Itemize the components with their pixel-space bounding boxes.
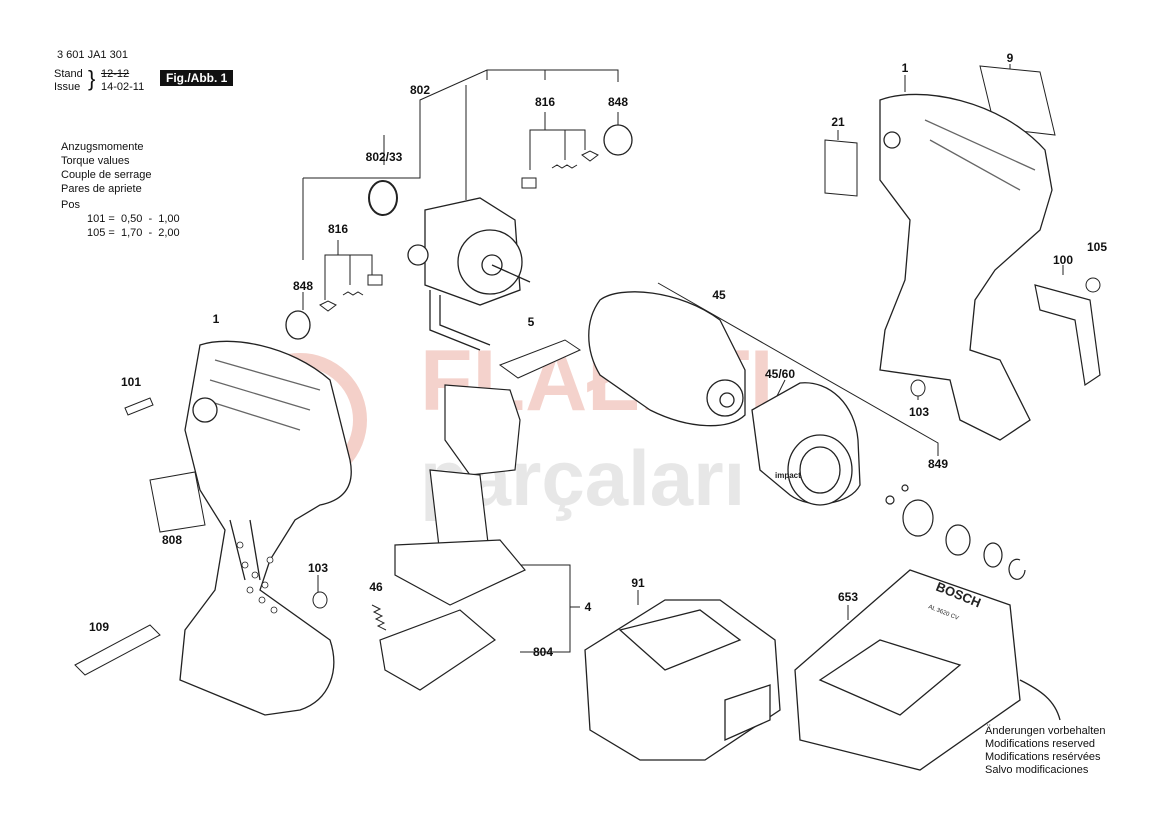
contact-plate-804 [379,609,496,691]
callout-103-left: 103 [307,561,329,575]
callout-1-right: 1 [901,61,909,75]
spring-46 [371,604,387,631]
torque-line: Pares de apriete [61,183,142,195]
note-line: Änderungen vorbehalten [985,725,1106,737]
grip-dots [236,541,278,614]
callout-21: 21 [831,115,845,129]
callout-848-left: 848 [292,279,314,293]
anvil-parts-849 [885,484,1026,580]
callout-45: 45 [712,288,726,302]
housing-right-1 [879,93,1053,441]
callout-101: 101 [120,375,142,389]
battery-pack-91 [584,599,781,761]
bit-109 [74,624,161,676]
torque-line: Torque values [61,155,130,167]
callout-100: 100 [1052,253,1074,267]
callout-46: 46 [369,580,383,594]
insulation-5 [498,339,582,379]
label-808 [149,471,206,533]
stand-label: Stand [54,68,83,80]
belt-clip-100 [1034,284,1101,387]
torque-value: 105 = 1,70 - 2,00 [87,227,180,239]
callout-653: 653 [837,590,859,604]
callout-105: 105 [1086,240,1108,254]
pos-label: Pos [61,199,80,211]
note-line: Modifications reserved [985,738,1096,750]
torque-line: Anzugsmomente [61,141,144,153]
torque-block: Anzugsmomente Torque values Couple de se… [61,140,180,240]
brace: } [88,66,96,91]
nut-103-left [312,591,328,609]
callout-849: 849 [927,457,949,471]
note-line: Salvo modificaciones [985,764,1089,776]
charger-653 [794,569,1061,771]
screw-101 [124,397,154,416]
protective-cover-45-60 [751,382,861,506]
callout-804: 804 [532,645,554,659]
figure-label: Fig./Abb. 1 [160,70,234,86]
callout-9: 9 [1006,51,1014,65]
callout-816-left: 816 [327,222,349,236]
modifications-notes: Änderungen vorbehalten Modifications res… [985,725,1105,777]
issue-label: Issue [54,81,81,93]
ring-802-33 [368,180,398,216]
motor-802 [407,197,531,351]
nut-103-right [910,379,926,397]
stand-value: 12-12 [101,68,130,80]
issue-value: 14-02-11 [101,81,145,93]
callout-802: 802 [409,83,431,97]
callout-848-top: 848 [607,95,629,109]
callout-91: 91 [631,576,645,590]
torque-line: Couple de serrage [61,169,152,181]
gear-housing-45 [588,291,746,427]
impact-label: impact [775,471,801,480]
electronics-module [394,384,526,606]
callout-808: 808 [161,533,183,547]
torque-value: 101 = 0,50 - 1,00 [87,213,180,225]
callout-103-right: 103 [908,405,930,419]
callout-109: 109 [88,620,110,634]
callout-5: 5 [527,315,535,329]
brush-cap-848 [285,124,633,340]
note-line: Modifications resérvées [985,751,1101,763]
brush-set-816 [319,150,599,312]
housing-left-1 [179,340,352,716]
callout-45-60: 45/60 [764,367,796,381]
callout-802-33: 802/33 [365,150,403,164]
callout-1-left: 1 [212,312,220,326]
callout-816-top: 816 [534,95,556,109]
callout-4: 4 [584,600,592,614]
part-number: 3 601 JA1 301 [57,49,128,61]
nameplate-21 [824,139,858,197]
screw-105 [1085,277,1101,293]
